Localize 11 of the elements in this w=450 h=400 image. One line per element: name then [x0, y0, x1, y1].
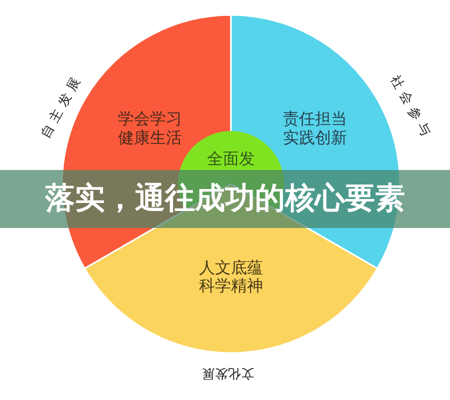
- segment-label: 健康生活: [118, 128, 182, 146]
- segment-label: 实践创新: [283, 128, 347, 146]
- segment-label: 责任担当: [283, 108, 347, 128]
- segment-label: 科学精神: [199, 276, 263, 294]
- segment-label: 人文底蕴: [199, 258, 263, 276]
- outer-label: 自主发展: [37, 70, 86, 143]
- outer-label: 社会参与: [386, 72, 436, 144]
- title-overlay: 落实，通往成功的核心要素: [0, 170, 450, 228]
- outer-label: 文化发展: [202, 366, 254, 380]
- segment-label: 学会学习: [118, 108, 182, 128]
- circle-label: 全面发: [207, 148, 255, 168]
